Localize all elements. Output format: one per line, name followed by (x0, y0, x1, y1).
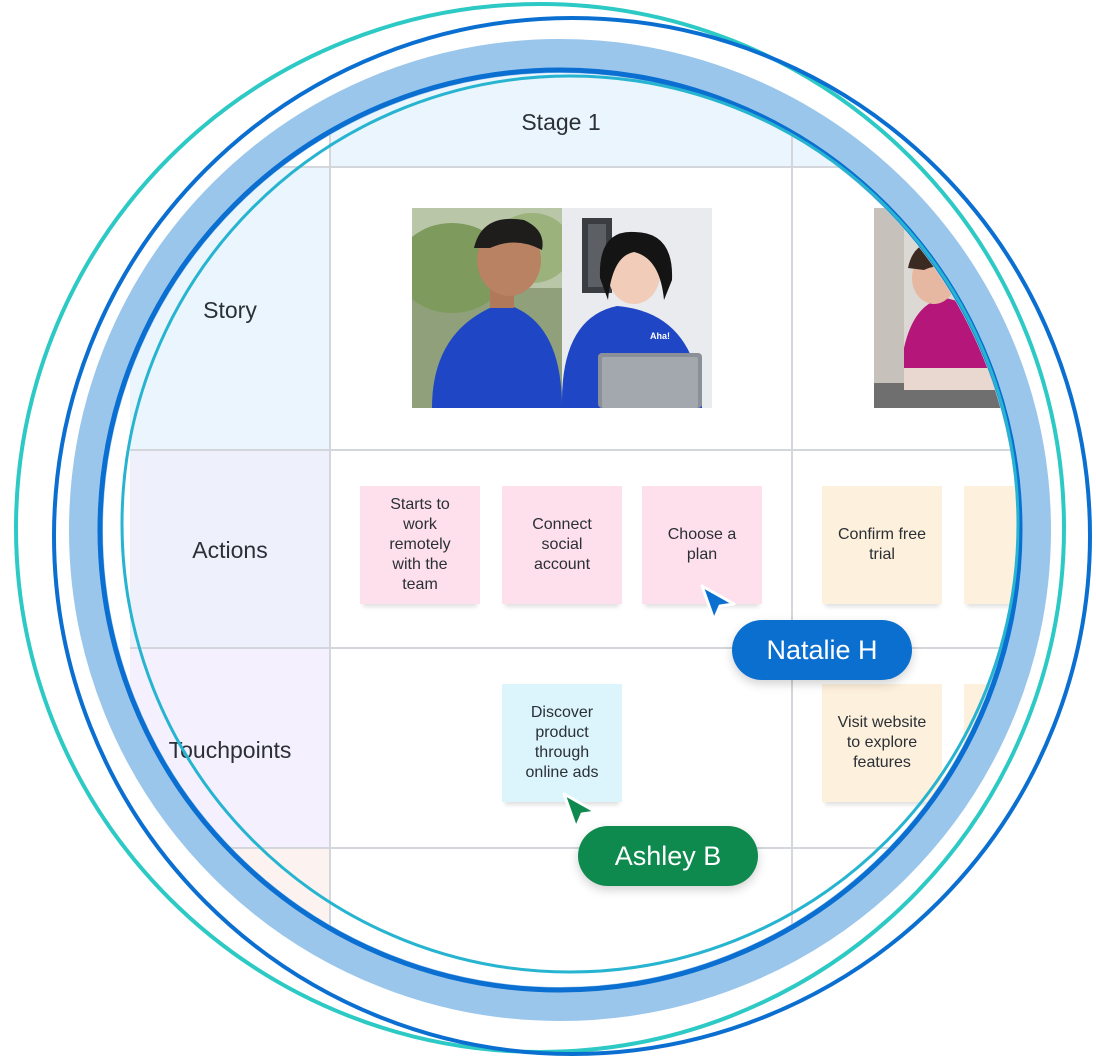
sticky-note[interactable]: Connect social account (502, 486, 622, 604)
stage-header: Stage 1 (521, 108, 601, 135)
cursor-icon (700, 584, 736, 622)
fourth-row-header-bg (130, 848, 330, 987)
grid-line (130, 166, 1017, 168)
story-photo-2 (874, 208, 1017, 408)
grid-line (791, 73, 793, 987)
row-header-story: Story (203, 296, 257, 323)
sticky-note[interactable]: Starts to work remotely with the team (360, 486, 480, 604)
sticky-note[interactable]: Visit website to explore features (822, 684, 942, 802)
sticky-note[interactable]: Discover product through online ads (502, 684, 622, 802)
row-header-actions: Actions (192, 536, 268, 563)
stage-2-header-bg (792, 73, 1017, 166)
story-photo: Aha! (412, 208, 712, 408)
shirt-logo-text: Aha! (650, 331, 670, 341)
collaborator-label-ashley: Ashley B (578, 826, 758, 886)
grid-line (130, 449, 1017, 451)
collaborator-label-natalie: Natalie H (732, 620, 912, 680)
sticky-note[interactable]: Confirm free trial (822, 486, 942, 604)
grid-line (130, 647, 1017, 649)
sticky-note-partial[interactable] (964, 486, 1017, 604)
sticky-note-partial[interactable] (964, 684, 1017, 802)
cursor-icon (562, 792, 598, 830)
row-header-touchpoints: Touchpoints (168, 736, 292, 763)
